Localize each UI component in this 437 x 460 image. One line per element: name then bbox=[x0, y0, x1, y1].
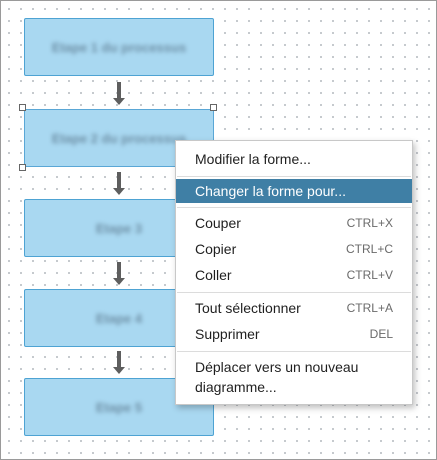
menu-item-label: Couper bbox=[195, 215, 241, 231]
arrow-head-icon bbox=[113, 367, 125, 374]
shape-label: Etape 4 bbox=[95, 310, 143, 326]
menu-item-change-shape[interactable]: Changer la forme pour... bbox=[176, 179, 412, 203]
resize-handle-top-right[interactable] bbox=[210, 104, 217, 111]
menu-item-label: Modifier la forme... bbox=[195, 151, 311, 167]
menu-item-shortcut: DEL bbox=[369, 327, 393, 341]
menu-item-label: Tout sélectionner bbox=[195, 300, 301, 316]
menu-item-label: Changer la forme pour... bbox=[195, 183, 346, 199]
menu-item-shortcut: CTRL+V bbox=[346, 268, 393, 282]
menu-item-shortcut: CTRL+A bbox=[346, 301, 393, 315]
menu-item-label: Copier bbox=[195, 241, 237, 257]
arrow-head-icon bbox=[113, 98, 125, 105]
connector-arrow[interactable] bbox=[113, 172, 125, 196]
menu-item-cut[interactable]: Couper CTRL+X bbox=[176, 211, 412, 235]
menu-item-shortcut: CTRL+C bbox=[345, 242, 393, 256]
connector-arrow[interactable] bbox=[113, 82, 125, 106]
resize-handle-bottom-left[interactable] bbox=[19, 164, 26, 171]
shape-label: Etape 2 du processus bbox=[51, 130, 187, 146]
menu-item-label: Déplacer vers un nouveau diagramme... bbox=[195, 359, 359, 395]
shape-label: Etape 1 du processus bbox=[51, 39, 187, 55]
context-menu: Modifier la forme... Changer la forme po… bbox=[175, 140, 413, 405]
menu-item-label: Coller bbox=[195, 267, 232, 283]
menu-item-copy[interactable]: Copier CTRL+C bbox=[176, 237, 412, 261]
menu-item-label: Supprimer bbox=[195, 326, 260, 342]
menu-item-edit-shape[interactable]: Modifier la forme... bbox=[176, 147, 412, 171]
connector-arrow[interactable] bbox=[113, 262, 125, 286]
menu-separator bbox=[177, 351, 411, 352]
shape-label: Etape 3 bbox=[95, 220, 143, 236]
menu-item-move-to-new-diagram[interactable]: Déplacer vers un nouveau diagramme... bbox=[176, 355, 412, 399]
menu-item-paste[interactable]: Coller CTRL+V bbox=[176, 263, 412, 287]
menu-item-shortcut: CTRL+X bbox=[346, 216, 393, 230]
flowchart-shape-2-selected[interactable]: Etape 2 du processus bbox=[24, 109, 214, 167]
flowchart-shape-1[interactable]: Etape 1 du processus bbox=[24, 18, 214, 76]
arrow-head-icon bbox=[113, 278, 125, 285]
resize-handle-top-left[interactable] bbox=[19, 104, 26, 111]
menu-item-delete[interactable]: Supprimer DEL bbox=[176, 322, 412, 346]
menu-separator bbox=[177, 207, 411, 208]
connector-arrow[interactable] bbox=[113, 351, 125, 375]
arrow-head-icon bbox=[113, 188, 125, 195]
menu-item-select-all[interactable]: Tout sélectionner CTRL+A bbox=[176, 296, 412, 320]
menu-separator bbox=[177, 292, 411, 293]
shape-label: Etape 5 bbox=[95, 399, 143, 415]
menu-separator bbox=[177, 176, 411, 177]
